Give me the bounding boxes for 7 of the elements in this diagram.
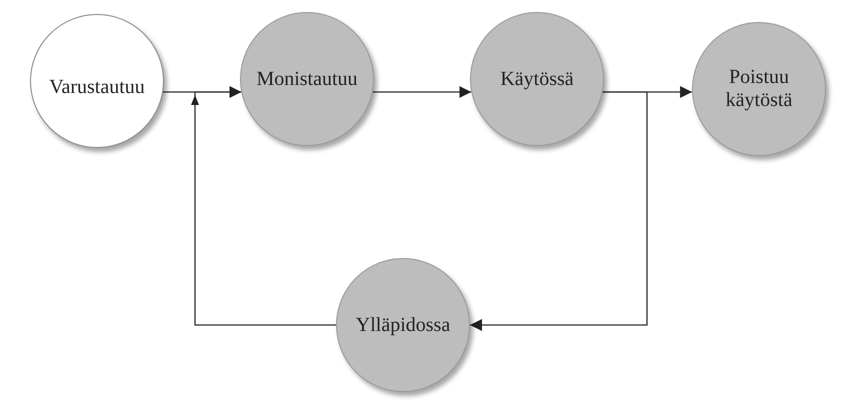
state-label: Käytössä — [500, 68, 574, 90]
arrow — [372, 86, 472, 98]
state-label: Ylläpidossa — [356, 314, 450, 336]
state-label: Varustautuu — [49, 76, 145, 98]
state-label: Poistuu käytöstä — [724, 66, 794, 112]
state-label: Monistautuu — [256, 68, 358, 90]
arrow — [470, 91, 648, 331]
